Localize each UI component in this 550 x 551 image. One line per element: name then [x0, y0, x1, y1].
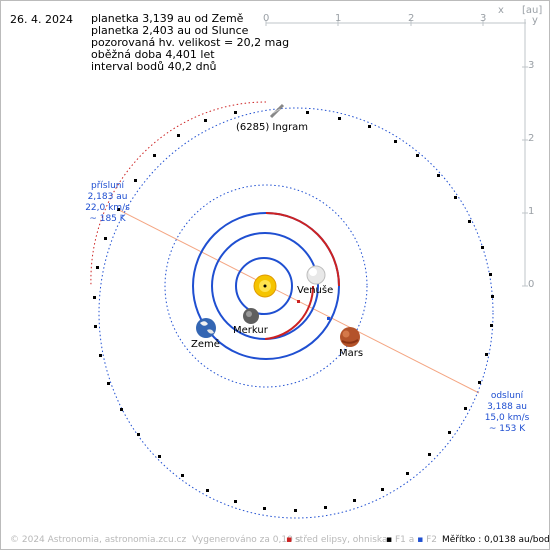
legend-f1-text: F1 a: [394, 535, 415, 545]
unit-label: [au]: [522, 5, 543, 16]
generated-time: Vygenerováno za 0,10 s: [192, 535, 301, 545]
legend-f2-text: F2: [426, 535, 438, 545]
info-interval: interval bodů 40,2 dnů: [91, 60, 217, 73]
venus-label: Venuše: [297, 285, 334, 296]
mercury-orbit: [235, 257, 293, 315]
info-magnitude: pozorovaná hv. velikost = 20,2 mag: [91, 36, 290, 49]
legend-foci: ▪ F1 a ▪ F2: [386, 535, 437, 545]
aphelion-note: odsluní 3,188 au 15,0 km/s ~ 153 K: [483, 391, 531, 435]
earth-orbit-arc: [265, 212, 340, 287]
x-tick-label-3: 3: [480, 13, 487, 24]
perihelion-temperature: ~ 185 K: [89, 214, 126, 224]
outer-reference-orbit: [164, 184, 368, 388]
aphelion-distance: 3,188 au: [487, 402, 527, 412]
perihelion-distance: 2,183 au: [87, 192, 128, 202]
perihelion-speed: 22,0 km/s: [85, 203, 130, 213]
sun-icon: [253, 274, 277, 298]
legend-f1-dot: ▪: [386, 535, 393, 545]
mars-label: Mars: [339, 348, 364, 359]
mercury-label: Merkur: [233, 325, 268, 336]
date-label: 26. 4. 2024: [10, 13, 73, 26]
x-tick-label-1: 1: [335, 13, 342, 24]
asteroid-orbit-near: [90, 101, 267, 287]
asteroid-orbit: [98, 107, 494, 519]
earth-label: Země: [191, 339, 220, 350]
asteroid-label: (6285) Ingram: [236, 122, 309, 133]
info-period: oběžná doba 4,401 let: [91, 48, 215, 61]
asteroid-icon: [269, 103, 285, 119]
y-tick-label-0: 0: [528, 279, 535, 290]
info-distance-earth: planetka 3,139 au od Země: [91, 12, 244, 25]
perihelion-note: přísluní 2,183 au 22,0 km/s ~ 185 K: [85, 181, 130, 225]
x-tick-label-0: 0: [263, 13, 270, 24]
ellipse-center-marker: [297, 300, 300, 303]
focus-f2-marker: [327, 317, 330, 320]
scale-text: Měřítko : 0,0138 au/bod: [442, 535, 550, 545]
copyright-text: © 2024 Astronomia, astronomia.zcu.cz: [10, 535, 187, 545]
mars-icon: [340, 327, 360, 347]
x-axis-label: x: [498, 5, 504, 16]
perihelion-title: přísluní: [90, 181, 124, 191]
legend-center-dot: ▪: [286, 535, 293, 545]
y-tick-label-1: 1: [528, 206, 535, 217]
legend-center-foci: ▪ střed elipsy, ohniska: [286, 535, 387, 545]
y-axis-label: y: [532, 15, 538, 26]
aphelion-temperature: ~ 153 K: [488, 424, 526, 434]
aphelion-title: odsluní: [490, 391, 524, 401]
legend-center-text: střed elipsy, ohniska: [294, 535, 388, 545]
y-tick-label-3: 3: [528, 60, 535, 71]
orbit-time-points: [93, 111, 494, 512]
earth-icon: [196, 318, 216, 338]
info-distance-sun: planetka 2,403 au od Slunce: [91, 24, 249, 37]
x-tick-label-2: 2: [408, 13, 415, 24]
venus-icon: [306, 265, 326, 285]
y-tick-label-2: 2: [528, 133, 535, 144]
venus-orbit-arc: [264, 285, 315, 340]
legend-f2-dot: ▪: [417, 535, 424, 545]
mercury-icon: [243, 308, 259, 324]
aphelion-speed: 15,0 km/s: [484, 413, 530, 423]
